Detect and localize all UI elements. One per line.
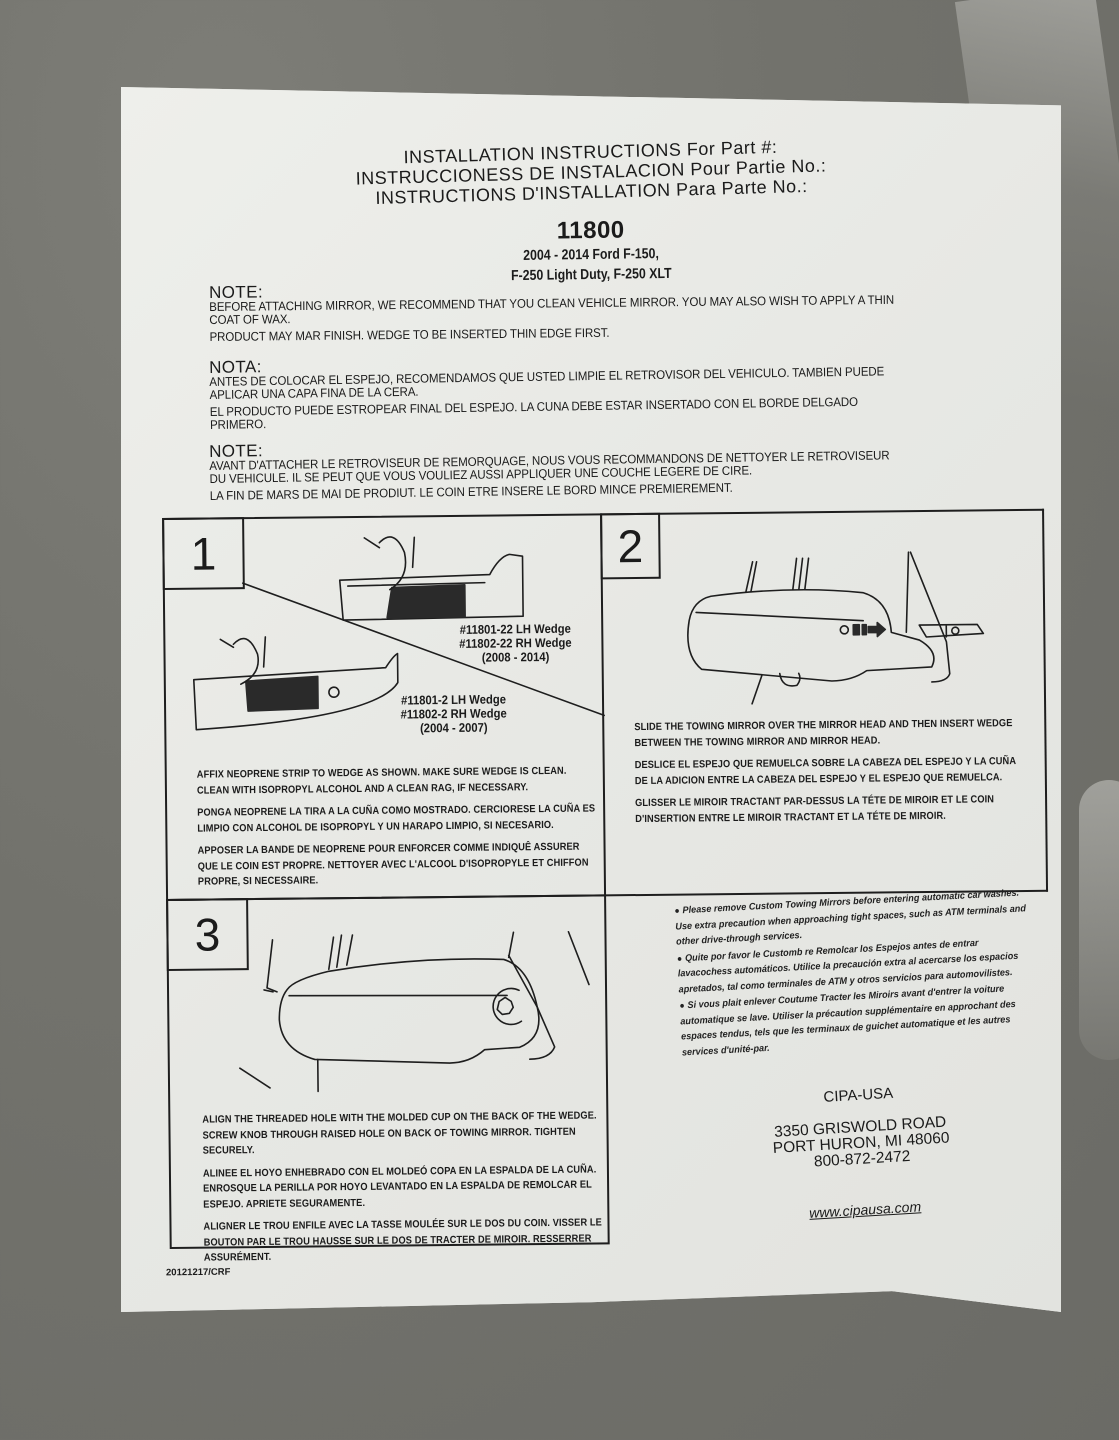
caption-spanish: DESLICE EL ESPEJO QUE REMUELCA SOBRE LA … <box>634 756 1016 787</box>
step-3-caption: ALIGN THE THREADED HOLE WITH THE MOLDED … <box>202 1108 604 1273</box>
note-french: NOTE: AVANT D'ATTACHER LE RETROVISEUR DE… <box>209 432 970 507</box>
caption-english: SLIDE THE TOWING MIRROR OVER THE MIRROR … <box>634 718 1013 749</box>
document-code: 20121217/CRF <box>165 1266 231 1279</box>
bullet-icon: ● <box>679 1000 685 1011</box>
caption-french: GLISSER LE MIROIR TRACTANT PAR-DESSUS LA… <box>635 794 995 825</box>
note-spanish: NOTA: ANTES DE COLOCAR EL ESPEJO, RECOME… <box>209 348 970 436</box>
step-2-panel: 2 SLIDE THE TOWING MIRROR OVER THE MIRRO… <box>600 508 1049 897</box>
wedge-label-2004-2007: #11801-2 LH Wedge #11802-2 RH Wedge (200… <box>400 692 507 736</box>
caption-french: APPOSER LA BANDE DE NEOPRENE POUR ENFORC… <box>197 841 589 888</box>
caption-french: ALIGNER LE TROU ENFILE AVEC LA TASSE MOU… <box>203 1217 602 1264</box>
mirror-slide-diagram <box>687 551 985 705</box>
note-text: BEFORE ATTACHING MIRROR, WE RECOMMEND TH… <box>209 292 895 327</box>
step-1-caption: AFFIX NEOPRENE STRIP TO WEDGE AS SHOWN. … <box>197 763 599 897</box>
instruction-sheet: INSTALLATION INSTRUCTIONS For Part #: IN… <box>121 87 1061 1312</box>
wedge-diagram <box>192 536 605 731</box>
note-text: PRODUCT MAY MAR FINISH. WEDGE TO BE INSE… <box>209 325 610 344</box>
step-1-panel: 1 #11801-22 LH Wedge #11802-22 RH Wedge … <box>162 513 607 901</box>
step-3-panel: 3 ALIGN THE THREADED HOLE WITH THE MOLDE… <box>166 894 610 1264</box>
note-english: NOTE: BEFORE ATTACHING MIRROR, WE RECOMM… <box>209 277 970 348</box>
caption-english: AFFIX NEOPRENE STRIP TO WEDGE AS SHOWN. … <box>196 765 567 797</box>
diagonal-divider <box>241 582 605 717</box>
note-text: EL PRODUCTO PUEDE ESTROPEAR FINAL DEL ES… <box>209 394 859 432</box>
knob-tighten-diagram <box>239 930 590 1093</box>
plastic-wrap-edge <box>1079 780 1119 1060</box>
bullet-icon: ● <box>676 952 683 964</box>
steps-grid: 1 #11801-22 LH Wedge #11802-22 RH Wedge … <box>162 501 1060 1264</box>
sheet-header: INSTALLATION INSTRUCTIONS For Part #: IN… <box>121 129 1061 215</box>
bullet-icon: ● <box>674 905 680 916</box>
step-2-caption: SLIDE THE TOWING MIRROR OVER THE MIRROR … <box>634 716 1031 834</box>
warnings-and-contact: ●Please remove Custom Towing Mirrors bef… <box>604 888 1052 1245</box>
wedge-label-2008-2014: #11801-22 LH Wedge #11802-22 RH Wedge (2… <box>459 621 572 665</box>
caption-spanish: ALINEE EL HOYO ENHEBRADO CON EL MOLDEÓ C… <box>202 1163 597 1211</box>
caption-english: ALIGN THE THREADED HOLE WITH THE MOLDED … <box>202 1110 597 1157</box>
company-name: CIPA-USA <box>823 1084 894 1106</box>
company-website-link[interactable]: www.cipausa.com <box>808 1198 922 1221</box>
warning-list: ●Please remove Custom Towing Mirrors bef… <box>674 885 1033 1061</box>
company-info: CIPA-USA 3350 GRISWOLD ROAD PORT HURON, … <box>753 1081 971 1226</box>
caption-spanish: PONGA NEOPRENE LA TIRA A LA CUÑA COMO MO… <box>197 803 596 835</box>
